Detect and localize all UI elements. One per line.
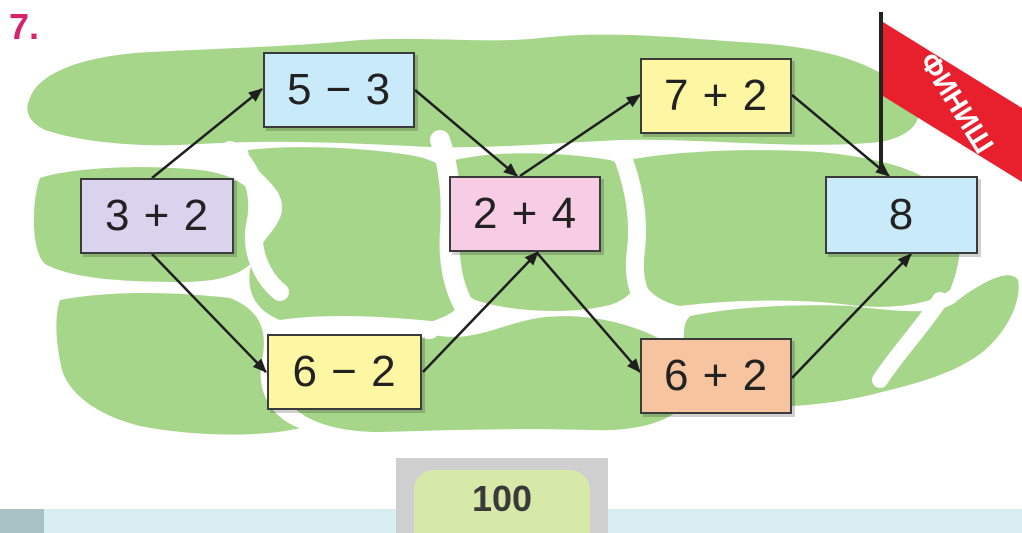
task-number: 7. (9, 6, 39, 48)
island-bottom-left (56, 293, 300, 435)
expression-box-6m2: 6 − 2 (267, 334, 422, 410)
page-number-tab: 100 (414, 470, 590, 533)
island-center-left (248, 147, 468, 331)
expression-box-5m3: 5 − 3 (263, 52, 415, 128)
expression-box-7p2: 7 + 2 (640, 58, 792, 134)
road-bottom (275, 325, 430, 330)
expression-box-3p2: 3 + 2 (80, 178, 234, 254)
finish-flag: ФИНИШ (881, 12, 1022, 182)
expression-box-6p2: 6 + 2 (640, 338, 792, 414)
expression-box-2p4: 2 + 4 (449, 176, 601, 252)
expression-box-8: 8 (825, 176, 978, 254)
page-number: 100 (472, 478, 532, 520)
footer-left-block (0, 509, 44, 533)
